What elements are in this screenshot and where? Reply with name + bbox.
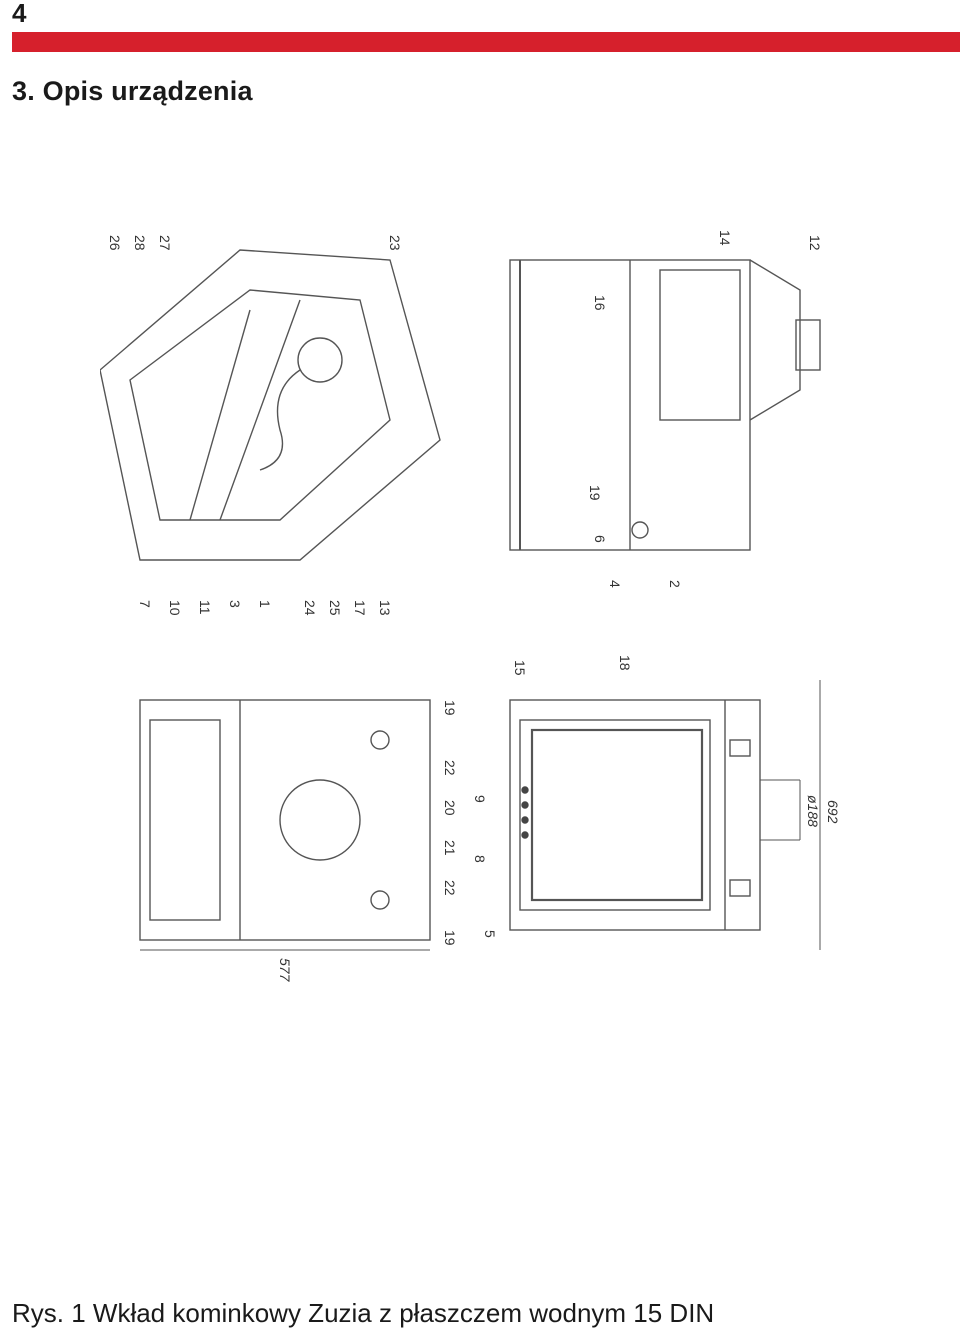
callout-label: 5 bbox=[482, 930, 498, 938]
callout-label: 26 bbox=[107, 235, 123, 251]
dimension-width: 692 bbox=[825, 800, 841, 824]
section-title: 3. Opis urządzenia bbox=[12, 76, 253, 106]
technical-drawing: 1 - komora spalania2 - drzwi3 - szyba4 -… bbox=[100, 140, 860, 1280]
bottom-callouts: 19 22 20 21 22 19 bbox=[442, 700, 458, 946]
callout-label: 7 bbox=[137, 600, 153, 608]
dimension-diameter: ø188 bbox=[805, 795, 821, 827]
callout-label: 2 bbox=[667, 580, 683, 588]
figure-caption: Rys. 1 Wkład kominkowy Zuzia z płaszczem… bbox=[12, 1298, 715, 1328]
side-view bbox=[509, 259, 821, 551]
section-view bbox=[100, 249, 441, 561]
callout-label: 20 bbox=[442, 800, 458, 816]
drawing-svg: 1 - komora spalania2 - drzwi3 - szyba4 -… bbox=[100, 230, 841, 983]
front-callouts: 15 18 9 8 5 bbox=[472, 655, 633, 938]
section-callouts: 23 27 28 26 13 17 25 24 1 3 11 10 7 bbox=[107, 235, 403, 616]
callout-label: 17 bbox=[352, 600, 368, 616]
callout-label: 21 bbox=[442, 840, 458, 856]
callout-label: 15 bbox=[512, 660, 528, 676]
callout-label: 3 bbox=[227, 600, 243, 608]
dimension-height: 577 bbox=[277, 958, 293, 983]
side-callouts: 12 14 16 19 6 2 4 bbox=[587, 230, 823, 588]
callout-label: 28 bbox=[132, 235, 148, 251]
callout-label: 10 bbox=[167, 600, 183, 616]
callout-label: 22 bbox=[442, 760, 458, 776]
callout-label: 13 bbox=[377, 600, 393, 616]
callout-label: 14 bbox=[717, 230, 733, 246]
callout-label: 16 bbox=[592, 295, 608, 311]
header-bar bbox=[12, 32, 960, 52]
callout-label: 19 bbox=[442, 930, 458, 946]
callout-label: 19 bbox=[442, 700, 458, 716]
callout-label: 11 bbox=[197, 600, 213, 615]
callout-label: 19 bbox=[587, 485, 603, 501]
front-view bbox=[509, 680, 821, 950]
callout-label: 22 bbox=[442, 880, 458, 896]
callout-label: 1 bbox=[257, 600, 273, 608]
bottom-view bbox=[139, 699, 431, 951]
callout-label: 23 bbox=[387, 235, 403, 251]
callout-label: 12 bbox=[807, 235, 823, 251]
callout-label: 9 bbox=[472, 795, 488, 803]
callout-label: 27 bbox=[157, 235, 173, 251]
callout-label: 8 bbox=[472, 855, 488, 863]
callout-label: 6 bbox=[592, 535, 608, 543]
callout-label: 25 bbox=[327, 600, 343, 616]
page-number: 4 bbox=[12, 0, 27, 28]
callout-label: 4 bbox=[607, 580, 623, 588]
callout-label: 18 bbox=[617, 655, 633, 671]
callout-label: 24 bbox=[302, 600, 318, 616]
